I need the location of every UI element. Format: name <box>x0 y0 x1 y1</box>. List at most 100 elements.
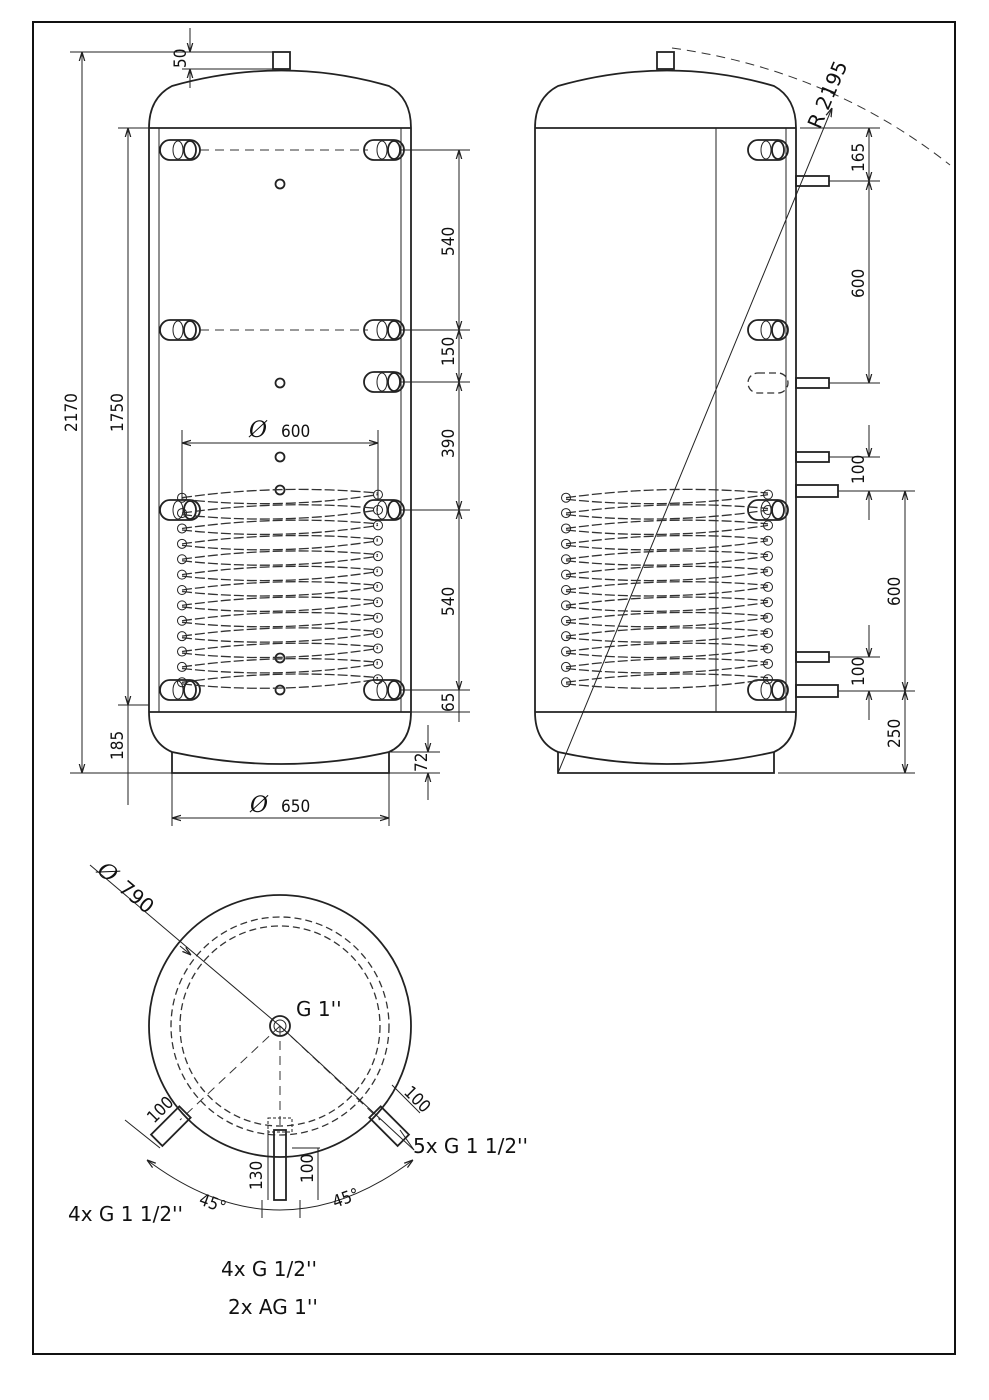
coil-pipe-section <box>561 646 571 657</box>
coil-turn <box>181 678 379 689</box>
coil-pipe-section <box>177 569 187 580</box>
dim-650-phi: Ø <box>249 793 269 818</box>
coil-pipe-section <box>763 628 773 639</box>
coil-pipe-section <box>561 508 571 519</box>
coil-pipe-section <box>561 585 571 595</box>
coil-pipe-section <box>561 538 571 549</box>
coil-turn <box>565 627 769 637</box>
coil-turn <box>565 493 769 505</box>
coil-turn <box>181 534 379 545</box>
coil-turn <box>565 488 769 499</box>
coil-turn <box>181 673 379 683</box>
coil-pipe-section <box>373 535 383 546</box>
dim-65: 65 <box>439 693 459 712</box>
dim-130: 130 <box>247 1161 267 1190</box>
dim-540-lower: 540 <box>439 587 459 616</box>
connection-port <box>159 139 201 161</box>
coil-turn <box>181 647 379 659</box>
top-center-port <box>269 1015 291 1037</box>
front-shell-outline <box>148 69 412 765</box>
tilt-radius-label: R 2195 <box>803 57 853 132</box>
coil-pipe-section <box>763 674 773 685</box>
front-dimensions: 50 2170 1750 185 72 Ø 600 Ø 650 <box>62 28 470 826</box>
coil-turn <box>181 596 379 607</box>
front-coil <box>177 488 383 689</box>
side-coil <box>561 488 773 689</box>
dim-600-right-upper: 600 <box>849 269 869 298</box>
dim-72: 72 <box>412 753 432 772</box>
coil-pipe-section <box>763 520 773 531</box>
dim-2170: 2170 <box>62 393 82 432</box>
dim-45-right: 45° <box>330 1185 362 1213</box>
coil-pipe-section <box>373 674 383 685</box>
coil-pipe-section <box>177 600 187 611</box>
coil-turn <box>181 550 379 560</box>
coil-turn <box>181 586 379 597</box>
side-stub <box>795 451 830 463</box>
coil-pipe-section <box>177 523 187 534</box>
coil-pipe-section <box>763 489 773 500</box>
coil-pipe-section <box>561 677 571 688</box>
coil-pipe-section <box>763 505 773 515</box>
connection-port <box>363 499 405 521</box>
side-stub <box>795 484 839 498</box>
coil-pipe-section <box>177 646 187 657</box>
coil-turn <box>181 565 379 576</box>
coil-pipe-section <box>763 566 773 577</box>
dim-600-phi: Ø <box>248 418 268 443</box>
coil-pipe-section <box>763 581 773 592</box>
coil-pipe-section <box>177 585 187 595</box>
coil-turn <box>565 596 769 607</box>
coil-pipe-section <box>177 538 187 549</box>
side-dimensions: 165 600 100 600 100 250 <box>778 127 915 774</box>
coil-pipe-section <box>763 597 773 608</box>
coil-turn <box>181 555 379 566</box>
side-top-nozzle <box>656 51 675 70</box>
tilt-radius-line <box>557 108 832 774</box>
coil-turn <box>181 504 379 514</box>
coil-turn <box>565 565 769 576</box>
coil-turn <box>181 493 379 505</box>
coil-pipe-section <box>177 508 187 519</box>
label-right-connections: 5x G 1 1/2'' <box>413 1134 528 1158</box>
label-left-connections: 4x G 1 1/2'' <box>68 1202 183 1226</box>
coil-pipe-section <box>763 535 773 546</box>
coil-turn <box>181 519 379 530</box>
coil-turn <box>181 509 379 520</box>
coil-turn <box>181 540 379 551</box>
label-bottom-connections-1: 4x G 1/2'' <box>221 1257 317 1281</box>
coil-pipe-section <box>373 658 383 669</box>
side-view: R 2195 <box>534 47 951 774</box>
coil-turn <box>565 550 769 560</box>
top-dashed-2 <box>179 925 381 1127</box>
coil-turn <box>565 678 769 689</box>
dim-100-right-upper: 100 <box>849 455 869 484</box>
coil-pipe-section <box>373 628 383 639</box>
coil-pipe-section <box>177 677 187 688</box>
top-bottom-nozzle <box>273 1129 287 1201</box>
dim-150: 150 <box>439 337 459 366</box>
front-base-ring <box>171 752 390 774</box>
coil-pipe-section <box>373 551 383 562</box>
dim-50: 50 <box>171 49 191 68</box>
connection-port <box>159 319 201 341</box>
coil-pipe-section <box>561 631 571 642</box>
dim-790-label: Ø 790 <box>91 857 159 919</box>
coil-turn <box>565 611 769 622</box>
dim-165: 165 <box>849 143 869 172</box>
front-view <box>148 51 412 774</box>
coil-turn <box>181 642 379 653</box>
label-g1: G 1'' <box>296 997 342 1021</box>
coil-pipe-section <box>177 615 187 626</box>
coil-turn <box>565 519 769 530</box>
dim-100-top-right: 100 <box>399 1082 434 1117</box>
coil-turn <box>181 488 379 499</box>
connection-port <box>747 139 789 161</box>
tilt-radius-arc <box>671 47 951 166</box>
sensor-port <box>274 377 286 389</box>
coil-turn <box>181 611 379 622</box>
side-stub <box>795 684 839 698</box>
side-stub <box>795 377 830 389</box>
top-left-nozzle <box>149 1105 192 1148</box>
dim-250: 250 <box>885 719 905 748</box>
